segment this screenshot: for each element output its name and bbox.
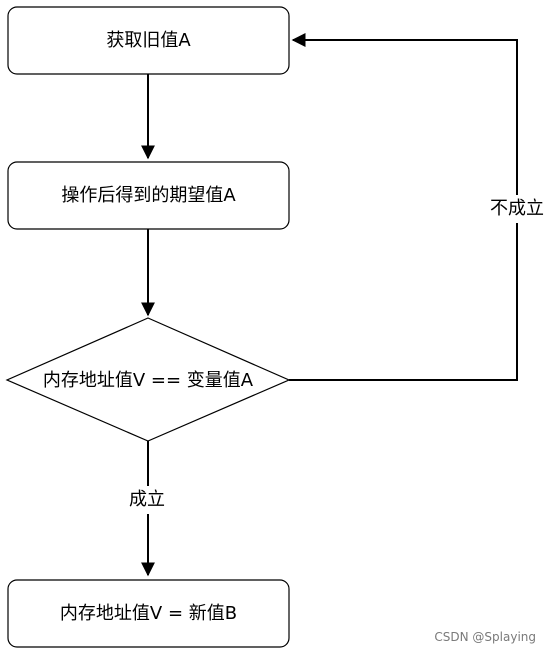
edge-false-label-bg [484, 195, 550, 223]
edge-true-label-bg [122, 486, 172, 514]
node-compare-decision: 内存地址值V == 变量值A [5, 317, 291, 442]
node-expected-value-label: 操作后得到的期望值A [61, 185, 236, 206]
edge-true-label: 成立 [129, 489, 165, 510]
node-assign-new-value-label: 内存地址值V = 新值B [60, 603, 237, 624]
node-compare-decision-label: 内存地址值V == 变量值A [43, 370, 254, 391]
edge-false-label: 不成立 [490, 198, 544, 219]
node-assign-new-value: 内存地址值V = 新值B [7, 579, 290, 648]
watermark-text: CSDN @Splaying [434, 630, 536, 644]
node-get-old-value-label: 获取旧值A [106, 30, 191, 51]
edge-false-loop-back [289, 33, 518, 381]
node-get-old-value: 获取旧值A [7, 6, 290, 75]
node-expected-value: 操作后得到的期望值A [7, 161, 290, 230]
